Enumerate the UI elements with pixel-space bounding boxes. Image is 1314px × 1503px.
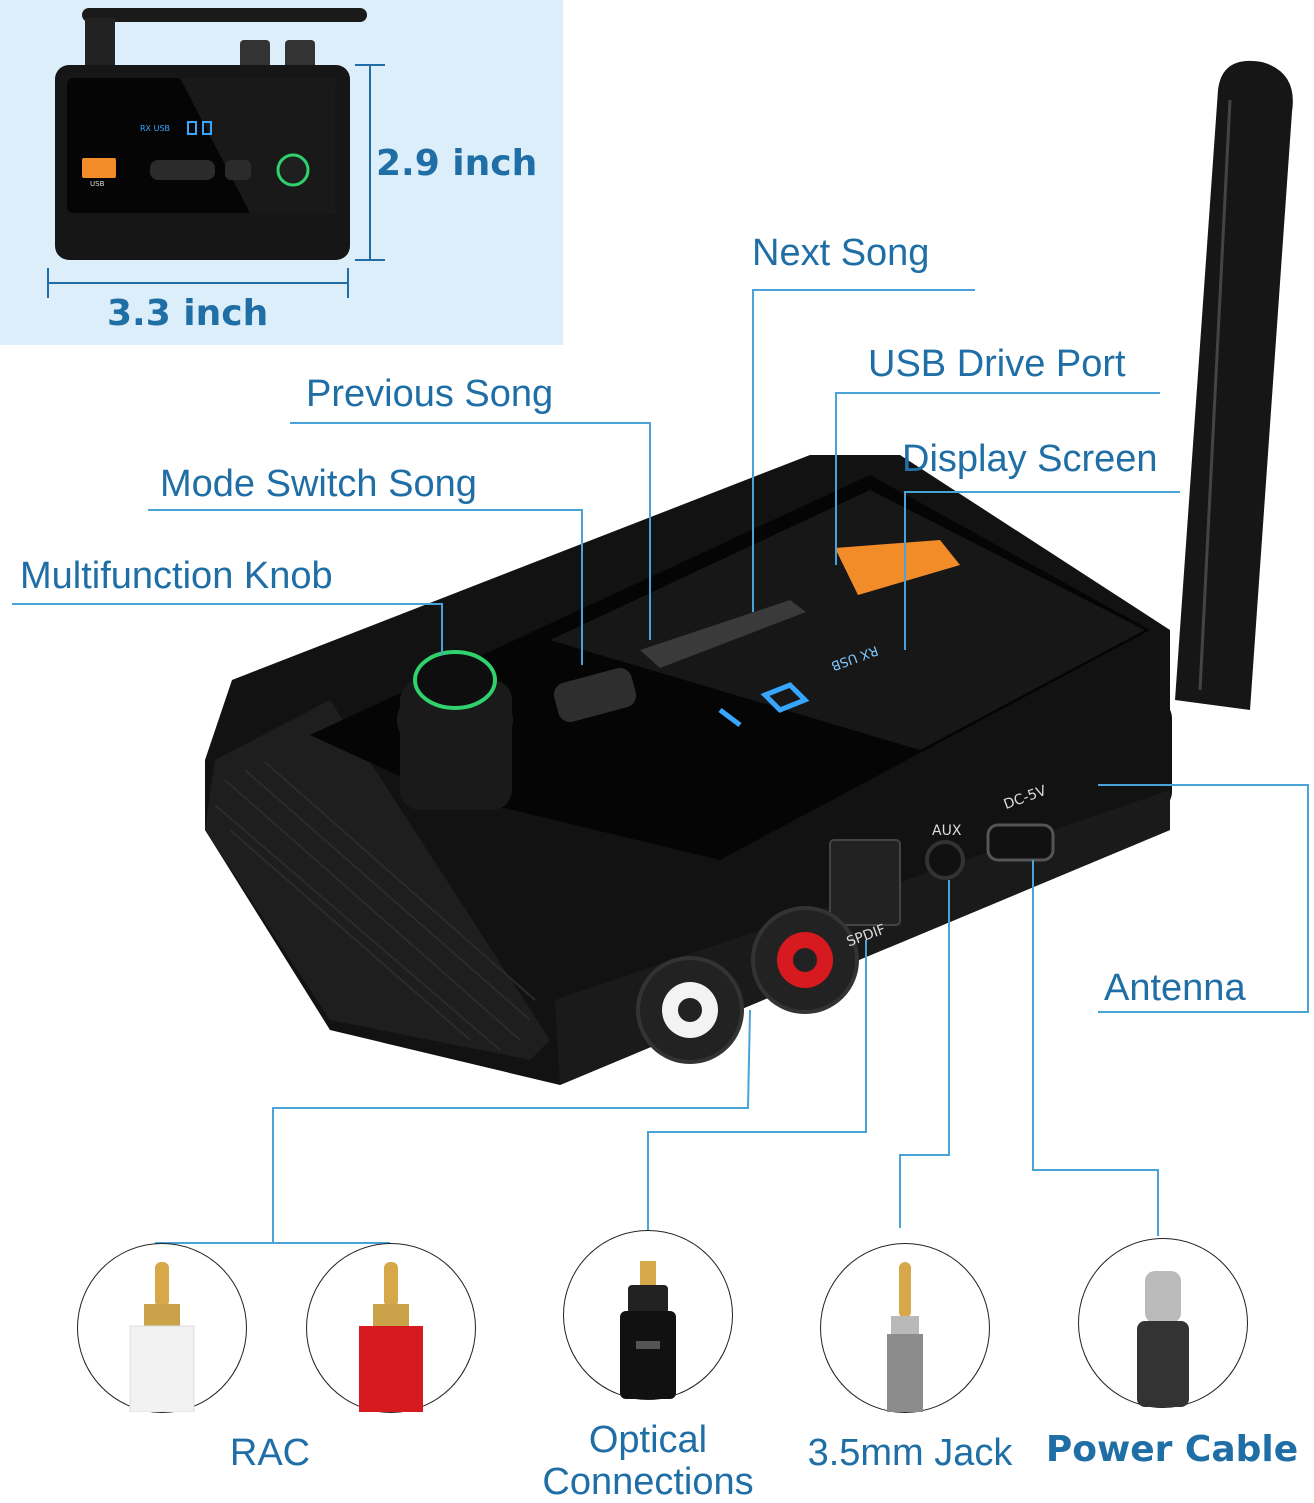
antenna-label: Antenna — [1104, 967, 1246, 1009]
aux-port-label: AUX — [932, 823, 962, 839]
power-cable-label: Power Cable — [1045, 1429, 1299, 1470]
multifunction-knob-label: Multifunction Knob — [20, 555, 333, 597]
usb-drive-port-label: USB Drive Port — [868, 343, 1126, 385]
rac-label: RAC — [229, 1432, 311, 1474]
width-dimension-label: 3.3 inch — [107, 293, 269, 334]
callout-lines — [12, 289, 1309, 1244]
rca-red-plug-circle — [306, 1243, 476, 1413]
device-body — [205, 455, 1170, 1085]
optical-label-line1: Optical — [588, 1419, 708, 1461]
power-plug-circle — [1078, 1238, 1248, 1408]
jack-plug-circle — [820, 1243, 990, 1413]
dimension-inset: RX USB USB 2.9 inch 3.3 inch — [0, 0, 563, 345]
usb-c-plug-icon — [1137, 1271, 1189, 1407]
rca-white-plug-icon — [129, 1262, 195, 1412]
optical-label-line2: Connections — [542, 1461, 754, 1503]
mode-switch-song-label: Mode Switch Song — [160, 463, 477, 505]
rca-white-plug-circle — [77, 1243, 247, 1413]
display-screen-label: Display Screen — [902, 438, 1158, 480]
next-song-label: Next Song — [752, 232, 930, 274]
inset-usb-label: USB — [90, 180, 105, 188]
jack-plug-icon — [887, 1262, 923, 1412]
height-dimension-label: 2.9 inch — [376, 143, 538, 184]
previous-song-label: Previous Song — [306, 373, 554, 415]
optical-plug-icon — [620, 1261, 676, 1399]
jack-label: 3.5mm Jack — [807, 1432, 1013, 1474]
inset-screen-text: RX USB — [140, 124, 171, 133]
optical-plug-circle — [563, 1230, 733, 1400]
inset-device-illustration — [47, 8, 385, 298]
rca-red-plug-icon — [359, 1262, 423, 1412]
